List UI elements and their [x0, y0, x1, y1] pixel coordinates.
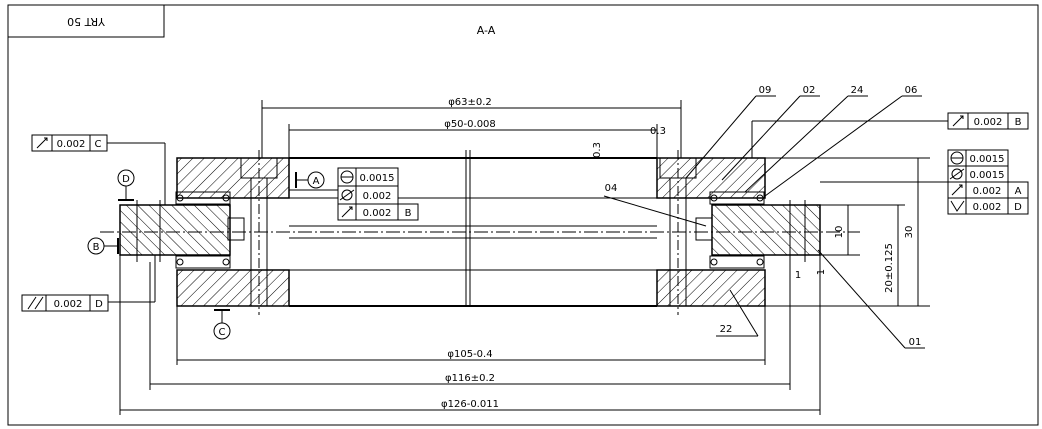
tolerance-frame-left-bottom: 0.002 D	[21, 294, 109, 312]
datum-markers: A B C D	[87, 169, 325, 340]
bore-lines	[289, 150, 657, 307]
title-block-label: YRT 50	[67, 15, 106, 28]
dim-d50: φ50-0.008	[444, 119, 496, 130]
right-roller-upper	[709, 191, 765, 205]
left-inner-ring	[119, 204, 231, 256]
svg-text:0.002: 0.002	[57, 139, 86, 150]
dim-chamfer: 0.3	[650, 126, 666, 137]
svg-text:0.0015: 0.0015	[970, 154, 1005, 165]
svg-text:0.002: 0.002	[973, 186, 1002, 197]
right-lower-ring	[656, 269, 766, 307]
part-number: 24	[851, 85, 864, 96]
datum-b: B	[93, 242, 100, 253]
part-number: 02	[803, 85, 816, 96]
left-roller-lower	[175, 255, 231, 269]
tolerance-frame-center: 0.0015 0.002 0.002 B	[337, 167, 419, 221]
dim-d105: φ105-0.4	[447, 349, 492, 360]
svg-text:A: A	[1015, 186, 1022, 197]
svg-text:0.002: 0.002	[54, 299, 83, 310]
dim-r1: 1	[795, 270, 801, 281]
left-radial-roller	[227, 217, 245, 241]
drawing-frame	[7, 4, 1039, 426]
svg-text:0.002: 0.002	[363, 191, 392, 202]
cylindricity-icon	[951, 168, 963, 180]
left-lower-ring	[176, 269, 290, 307]
runout-icon	[951, 184, 963, 196]
dimension-texts: φ63±0.2 φ50-0.008 φ105-0.4 φ116±0.2 φ126…	[441, 97, 915, 410]
section-label: A-A	[477, 24, 496, 37]
svg-text:B: B	[1015, 117, 1022, 128]
dim-d126: φ126-0.011	[441, 399, 499, 410]
svg-text:0.0015: 0.0015	[360, 173, 395, 184]
parallelism-icon	[27, 296, 44, 310]
svg-text:D: D	[1014, 202, 1022, 213]
tolerance-frame-left-top: 0.002 C	[31, 134, 108, 152]
left-section	[119, 150, 290, 315]
part-numbers: 09 02 24 06 04 22 01	[605, 85, 922, 348]
dim-r03b: 0.3	[592, 142, 603, 158]
dim-d63: φ63±0.2	[448, 97, 492, 108]
part-number: 09	[759, 85, 772, 96]
svg-text:B: B	[405, 208, 412, 219]
svg-text:0.002: 0.002	[974, 117, 1003, 128]
dimension-lines	[107, 95, 948, 415]
part-number: 04	[605, 183, 618, 194]
right-roller-lower	[709, 255, 765, 269]
tolerance-frame-right-top: 0.002 B	[947, 112, 1029, 130]
svg-text:0.0015: 0.0015	[970, 170, 1005, 181]
svg-text:C: C	[95, 139, 102, 150]
part-number: 22	[720, 324, 733, 335]
dim-r1b: 1	[816, 269, 827, 275]
left-roller-upper	[175, 191, 231, 205]
part-number: 01	[909, 337, 922, 348]
svg-text:D: D	[95, 299, 103, 310]
runout-icon	[36, 137, 48, 149]
svg-text:0.002: 0.002	[363, 208, 392, 219]
svg-text:0.002: 0.002	[973, 202, 1002, 213]
datum-a: A	[313, 176, 320, 187]
dim-h30: 30	[904, 226, 915, 239]
total-runout-icon	[950, 200, 965, 212]
dim-h20: 20±0.125	[884, 243, 895, 293]
dim-h10: 10	[834, 226, 845, 239]
runout-icon	[952, 115, 964, 127]
runout-icon	[341, 206, 353, 218]
cylindricity-icon	[341, 189, 353, 201]
dim-d116: φ116±0.2	[445, 373, 495, 384]
datum-d: D	[122, 174, 130, 185]
part-number: 06	[905, 85, 918, 96]
datum-c: C	[219, 327, 226, 338]
right-radial-roller	[695, 217, 713, 241]
tolerance-frame-right: 0.0015 0.0015 0.002 A 0.002 D	[947, 149, 1029, 215]
title-block: YRT 50	[7, 4, 165, 38]
right-inner-ring	[711, 204, 821, 256]
right-section	[656, 150, 821, 315]
